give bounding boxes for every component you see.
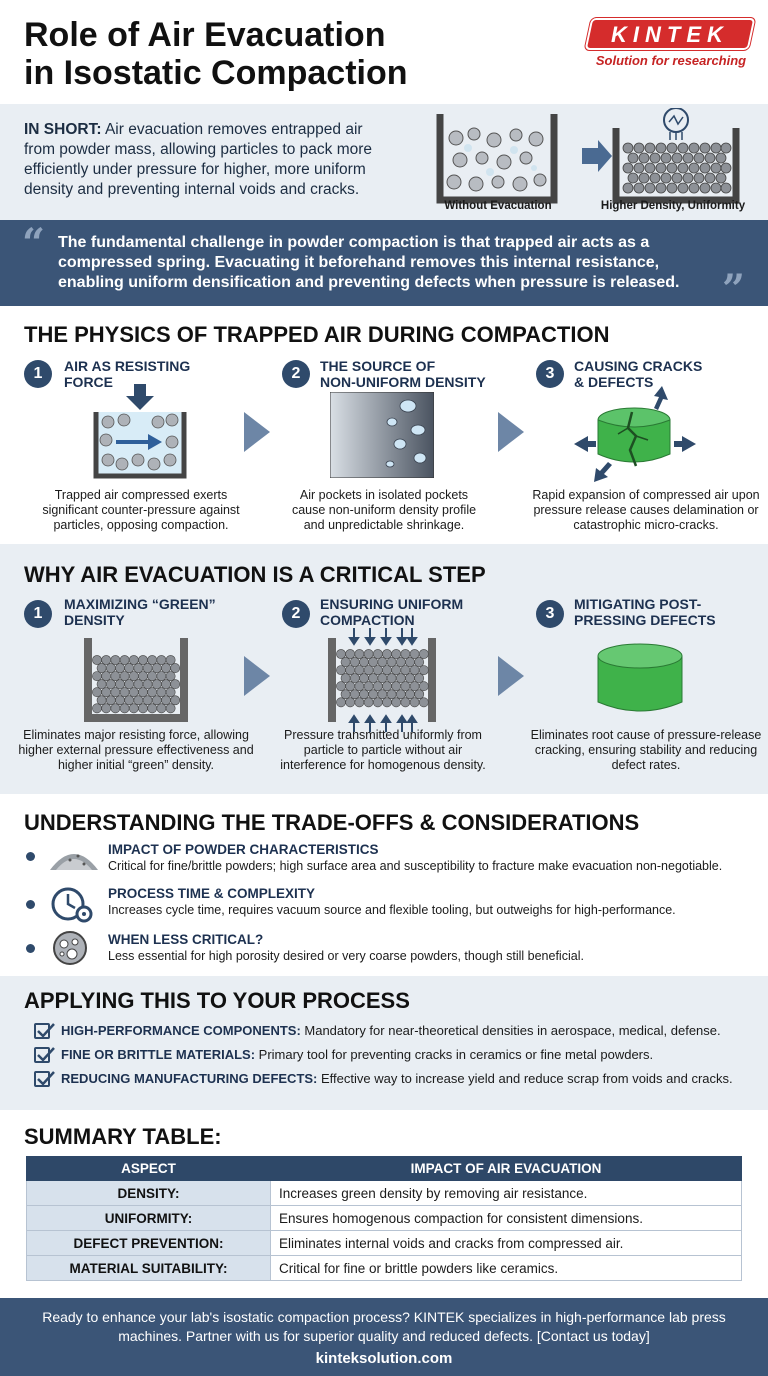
bullet xyxy=(26,900,35,909)
checkbox-checked-icon xyxy=(34,1071,55,1087)
green-density-illustration xyxy=(84,638,188,722)
defect-free-part-illustration xyxy=(597,643,683,712)
quote-text: The fundamental challenge in powder comp… xyxy=(58,234,680,291)
step-title: CAUSING CRACKS & DEFECTS xyxy=(574,358,703,390)
tradeoff-title: IMPACT OF POWDER CHARACTERISTICS xyxy=(108,842,379,857)
logo-text: KINTEK xyxy=(611,22,729,47)
close-quote-icon: ” xyxy=(722,266,746,313)
open-quote-icon: “ xyxy=(22,220,46,267)
summary-section: SUMMARY TABLE: ASPECT IMPACT OF AIR EVAC… xyxy=(0,1110,768,1298)
step-title: ENSURING UNIFORM COMPACTION xyxy=(320,596,464,628)
summary-heading: SUMMARY TABLE: xyxy=(24,1124,222,1149)
step-description: Pressure transmitted uniformly from part… xyxy=(280,728,486,772)
tradeoff-description: Increases cycle time, requires vacuum so… xyxy=(108,903,676,917)
flow-arrow xyxy=(498,656,524,696)
table-row: UNIFORMITY: Ensures homogenous compactio… xyxy=(26,1205,742,1231)
table-row: MATERIAL SUITABILITY: Critical for fine … xyxy=(26,1255,742,1281)
in-short-section: IN SHORT: Air evacuation removes entrapp… xyxy=(0,104,768,220)
summary-table: ASPECT IMPACT OF AIR EVACUATION DENSITY:… xyxy=(26,1156,742,1281)
checkbox-checked-icon xyxy=(34,1023,55,1039)
tradeoff-title: PROCESS TIME & COMPLEXITY xyxy=(108,886,316,901)
clock-gear-icon xyxy=(51,887,93,923)
why-section: WHY AIR EVACUATION IS A CRITICAL STEP 1 … xyxy=(0,544,768,794)
flow-arrow xyxy=(244,656,270,696)
air-resisting-illustration xyxy=(93,384,187,479)
step-description: Air pockets in isolated pockets cause no… xyxy=(291,488,477,532)
in-short-text: IN SHORT: Air evacuation removes entrapp… xyxy=(24,121,373,198)
step-number: 2 xyxy=(282,600,310,628)
step-description: Eliminates major resisting force, allowi… xyxy=(18,728,254,772)
flow-arrow xyxy=(498,412,524,452)
header: Role of Air Evacuation in Isostatic Comp… xyxy=(0,0,768,104)
checkbox-checked-icon xyxy=(34,1047,55,1063)
non-uniform-density-illustration xyxy=(330,392,434,478)
step-description: Eliminates root cause of pressure-releas… xyxy=(530,728,762,772)
step-number: 1 xyxy=(24,600,52,628)
caption-higher-density: Higher Density, Uniformity xyxy=(600,200,746,212)
step-title: AIR AS RESISTING FORCE xyxy=(64,358,191,390)
powder-pile-icon xyxy=(50,854,98,870)
step-number: 2 xyxy=(282,360,310,388)
physics-section: THE PHYSICS OF TRAPPED AIR DURING COMPAC… xyxy=(0,306,768,544)
column-header: IMPACT OF AIR EVACUATION xyxy=(270,1156,742,1181)
page-title: Role of Air Evacuation in Isostatic Comp… xyxy=(24,16,408,92)
quote-banner: “ The fundamental challenge in powder co… xyxy=(0,220,768,310)
footer-cta-text[interactable]: Ready to enhance your lab's isostatic co… xyxy=(42,1309,726,1344)
step-title: MITIGATING POST- PRESSING DEFECTS xyxy=(574,596,716,628)
physics-heading: THE PHYSICS OF TRAPPED AIR DURING COMPAC… xyxy=(24,322,610,347)
tradeoff-title: WHEN LESS CRITICAL? xyxy=(108,932,264,947)
coarse-particles-icon xyxy=(53,931,87,965)
footer: Ready to enhance your lab's isostatic co… xyxy=(0,1298,768,1376)
tradeoffs-heading: UNDERSTANDING THE TRADE-OFFS & CONSIDERA… xyxy=(24,810,640,835)
step-description: Trapped air compressed exerts significan… xyxy=(42,488,240,532)
table-row: DEFECT PREVENTION: Eliminates internal v… xyxy=(26,1230,742,1256)
bullet xyxy=(26,852,35,861)
footer-url-link[interactable]: kinteksolution.com xyxy=(315,1350,453,1367)
evacuation-comparison-illustration xyxy=(436,108,740,204)
tradeoffs-section: UNDERSTANDING THE TRADE-OFFS & CONSIDERA… xyxy=(0,794,768,976)
step-number: 3 xyxy=(536,600,564,628)
step-number: 1 xyxy=(24,360,52,388)
applying-section: APPLYING THIS TO YOUR PROCESS HIGH-PERFO… xyxy=(0,976,768,1110)
step-description: Rapid expansion of compressed air upon p… xyxy=(532,488,760,532)
applying-heading: APPLYING THIS TO YOUR PROCESS xyxy=(24,988,410,1013)
cracked-part-illustration xyxy=(574,386,696,482)
step-title: THE SOURCE OF NON-UNIFORM DENSITY xyxy=(320,358,486,390)
bullet xyxy=(26,944,35,953)
step-title: MAXIMIZING “GREEN” DENSITY xyxy=(64,596,216,628)
tradeoff-description: Critical for fine/brittle powders; high … xyxy=(108,859,723,873)
tradeoff-description: Less essential for high porosity desired… xyxy=(108,949,584,963)
table-header-row: ASPECT IMPACT OF AIR EVACUATION xyxy=(26,1156,742,1181)
caption-without-evacuation: Without Evacuation xyxy=(444,200,552,212)
table-row: DENSITY: Increases green density by remo… xyxy=(26,1180,742,1206)
step-number: 3 xyxy=(536,360,564,388)
logo-tagline: Solution for researching xyxy=(595,53,747,68)
column-header: ASPECT xyxy=(26,1156,271,1181)
uniform-compaction-illustration xyxy=(328,628,436,732)
why-heading: WHY AIR EVACUATION IS A CRITICAL STEP xyxy=(24,562,486,587)
flow-arrow xyxy=(244,412,270,452)
